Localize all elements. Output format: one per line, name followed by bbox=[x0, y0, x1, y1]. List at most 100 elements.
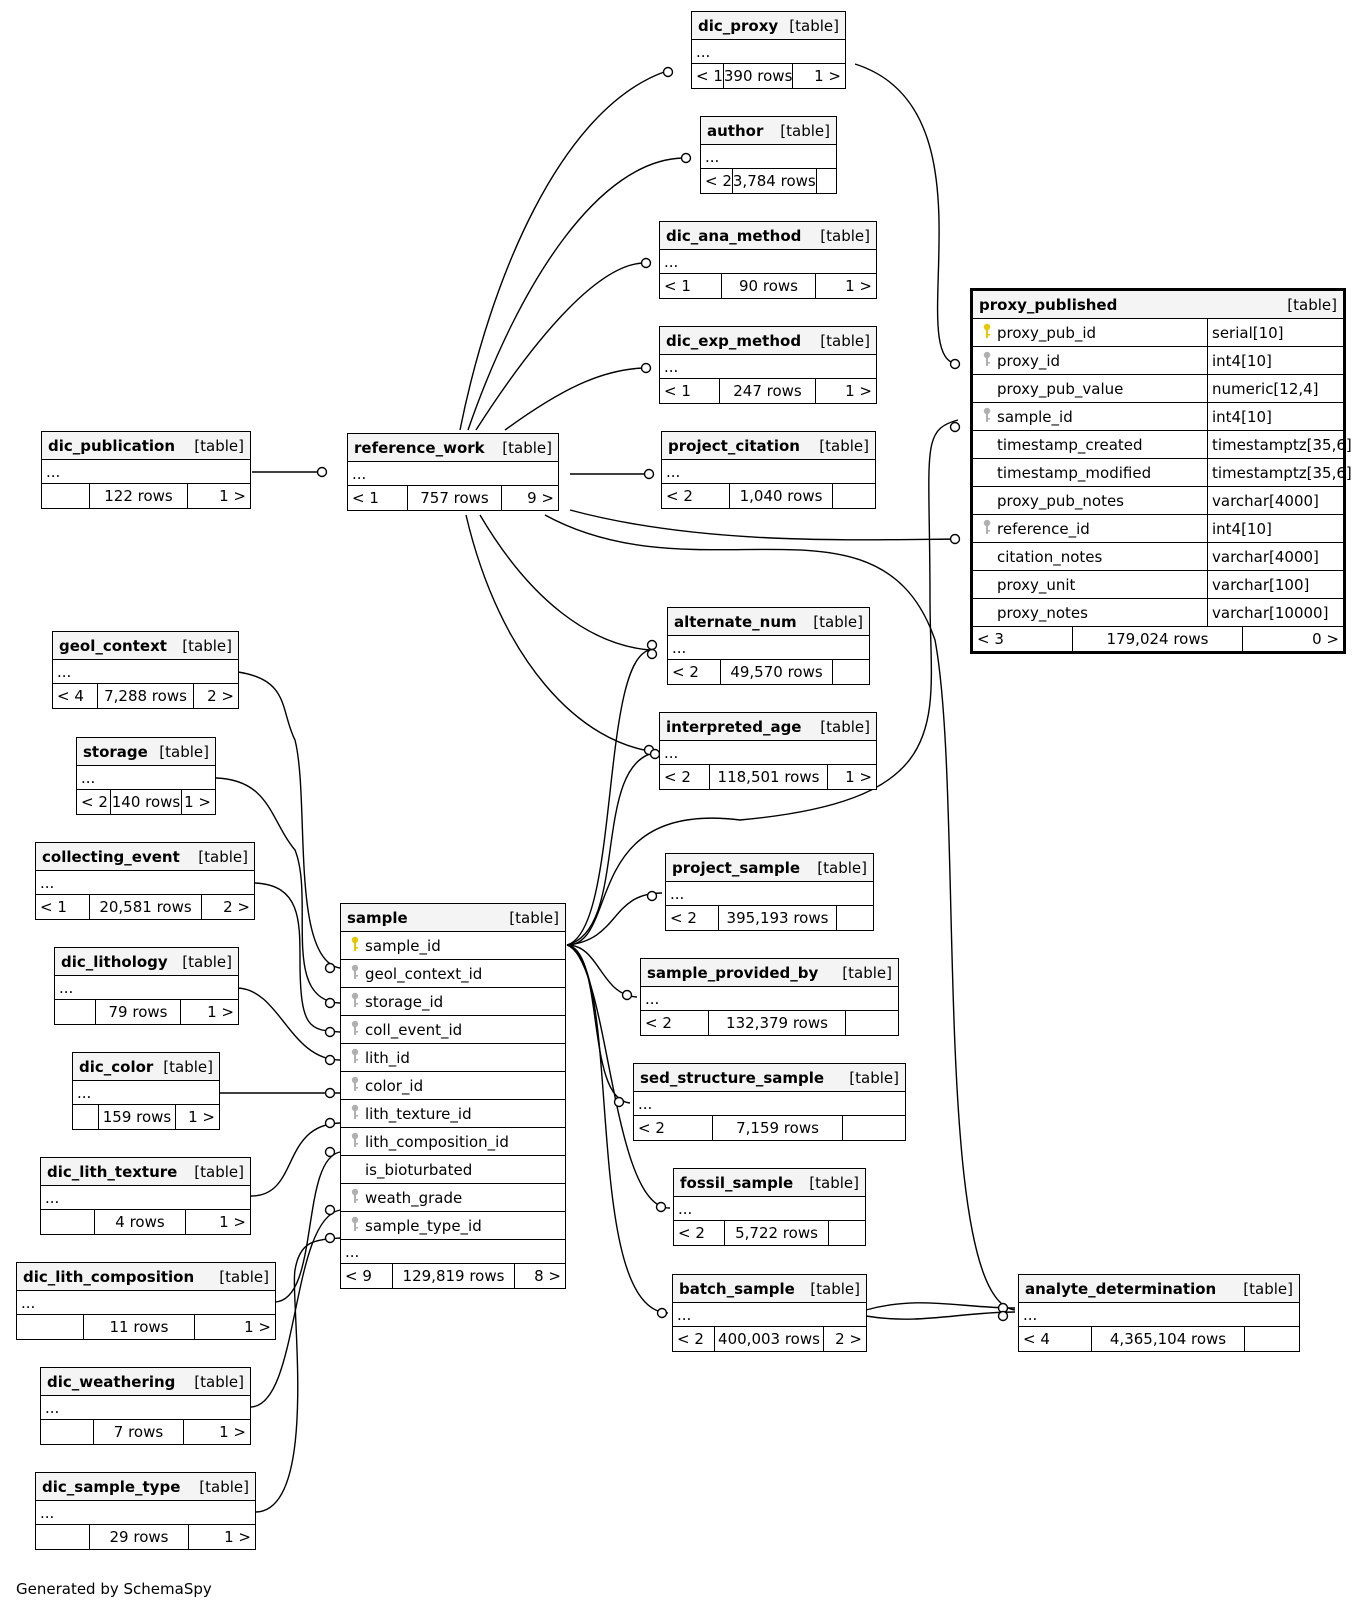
footer-parents[interactable]: < 2 bbox=[673, 1327, 715, 1351]
footer-children[interactable]: 1 > bbox=[845, 277, 872, 295]
footer-children[interactable]: 1 > bbox=[219, 1423, 246, 1441]
column-row[interactable]: weath_grade bbox=[341, 1184, 565, 1212]
footer-children[interactable] bbox=[846, 1011, 898, 1035]
footer-children[interactable] bbox=[1245, 1327, 1299, 1351]
column-row[interactable]: storage_id bbox=[341, 988, 565, 1016]
footer-parents[interactable]: < 1 bbox=[348, 486, 408, 510]
footer-children[interactable]: 1 > bbox=[244, 1318, 271, 1336]
footer-children[interactable]: 1 > bbox=[184, 793, 211, 811]
footer-children[interactable] bbox=[829, 1221, 865, 1245]
column-row[interactable]: color_id bbox=[341, 1072, 565, 1100]
footer-children[interactable]: 9 > bbox=[527, 489, 554, 507]
footer-parents[interactable]: < 1 bbox=[692, 64, 724, 88]
column-row[interactable]: geol_context_id bbox=[341, 960, 565, 988]
column-row[interactable]: sample_type_id bbox=[341, 1212, 565, 1240]
footer-children[interactable]: 1 > bbox=[188, 1108, 215, 1126]
footer-children[interactable]: 1 > bbox=[224, 1528, 251, 1546]
footer-children[interactable]: 0 > bbox=[1312, 630, 1339, 648]
footer-parents[interactable] bbox=[55, 1000, 96, 1024]
footer-parents[interactable]: < 2 bbox=[701, 169, 733, 193]
footer-parents[interactable] bbox=[17, 1315, 84, 1339]
footer-parents[interactable]: < 1 bbox=[36, 895, 90, 919]
footer-children[interactable]: 1 > bbox=[845, 768, 872, 786]
footer-parents[interactable]: < 1 bbox=[660, 379, 720, 403]
column-row[interactable]: lith_composition_id bbox=[341, 1128, 565, 1156]
column-row[interactable]: lith_id bbox=[341, 1044, 565, 1072]
footer-parents[interactable]: < 2 bbox=[641, 1011, 709, 1035]
footer-children[interactable]: 2 > bbox=[835, 1330, 862, 1348]
column-row[interactable]: is_bioturbated bbox=[341, 1156, 565, 1184]
footer-children[interactable]: 1 > bbox=[219, 1213, 246, 1231]
column-row[interactable]: sample_id bbox=[341, 932, 565, 960]
footer-children[interactable] bbox=[817, 169, 836, 193]
column-row[interactable]: lith_texture_id bbox=[341, 1100, 565, 1128]
footer-parents[interactable]: < 9 bbox=[341, 1264, 393, 1288]
footer-parents[interactable] bbox=[42, 484, 90, 508]
footer-parents[interactable]: < 2 bbox=[660, 765, 710, 789]
footer-parents[interactable] bbox=[73, 1105, 99, 1129]
footer-parents[interactable]: < 2 bbox=[666, 906, 719, 930]
footer-parents[interactable] bbox=[41, 1420, 94, 1444]
footer-children[interactable]: 8 > bbox=[534, 1267, 561, 1285]
footer-children[interactable]: 2 > bbox=[223, 898, 250, 916]
footer-parents[interactable]: < 1 bbox=[660, 274, 722, 298]
footer-children[interactable] bbox=[833, 660, 869, 684]
footer-parents[interactable]: < 2 bbox=[668, 660, 721, 684]
footer-parents[interactable]: < 2 bbox=[674, 1221, 725, 1245]
footer-children[interactable]: 2 > bbox=[207, 687, 234, 705]
footer-children[interactable] bbox=[837, 906, 873, 930]
footer-children[interactable]: 1 > bbox=[219, 487, 246, 505]
column-row[interactable]: coll_event_id bbox=[341, 1016, 565, 1044]
footer-parents[interactable]: < 2 bbox=[634, 1116, 713, 1140]
footer-children[interactable]: 1 > bbox=[207, 1003, 234, 1021]
footer-parents[interactable]: < 2 bbox=[77, 790, 111, 814]
footer-children[interactable] bbox=[833, 484, 875, 508]
footer-parents[interactable]: < 4 bbox=[1019, 1327, 1092, 1351]
footer-parents[interactable] bbox=[36, 1525, 90, 1549]
footer-parents[interactable]: < 2 bbox=[662, 484, 730, 508]
footer-children[interactable]: 1 > bbox=[814, 67, 841, 85]
footer-children[interactable]: 1 > bbox=[845, 382, 872, 400]
footer-parents[interactable]: < 3 bbox=[973, 627, 1073, 651]
footer-children[interactable] bbox=[843, 1116, 905, 1140]
footer-parents[interactable] bbox=[41, 1210, 95, 1234]
footer-parents[interactable]: < 4 bbox=[53, 684, 98, 708]
